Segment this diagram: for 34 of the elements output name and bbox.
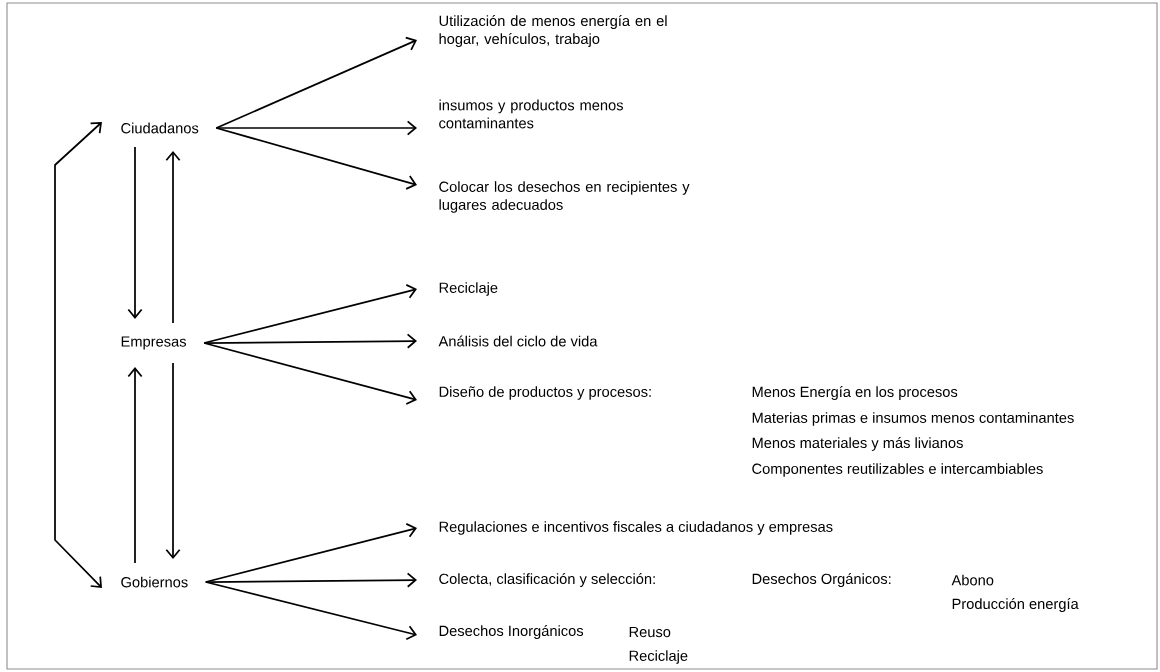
node-label: Colocar los desechos en recipientes y lugares adecuados (439, 181, 690, 213)
item-text: Abono (951, 574, 994, 586)
item-text: Materias primas e insumos menos contaminantes (752, 412, 1074, 426)
arrow (54, 122, 102, 588)
node-label: Análisis del ciclo de vida (438, 335, 598, 347)
node-label: Empresas (121, 336, 186, 350)
node-label: Ciudadanos (121, 122, 199, 134)
node-label: Utilización de menos energía en el hogar, vehículos, trabajo (439, 15, 667, 47)
arrow (203, 333, 417, 349)
arrow (127, 367, 143, 564)
item-text: Producción energía (952, 598, 1079, 612)
item-text: Menos Energía en los procesos (752, 386, 958, 400)
item-text: Componentes reutilizables e intercambiables (752, 463, 1043, 477)
item-text: Desechos Orgánicos: (752, 573, 891, 587)
node-label: Gobiernos (121, 576, 188, 588)
node-label: Diseño de productos y procesos: (439, 386, 651, 400)
arrow (127, 146, 143, 319)
node-label: Regulaciones e incentivos fiscales a ciudadanos y empresas (439, 521, 833, 535)
item-text: Reciclaje (629, 650, 688, 664)
node-label: insumos y productos menos contaminantes (439, 99, 623, 129)
arrow (204, 572, 417, 588)
arrow (215, 36, 417, 129)
arrow (203, 342, 417, 405)
arrow (165, 150, 181, 324)
item-text: Menos materiales y más livianos (752, 437, 963, 451)
node-label: Colecta, clasificación y selección: (439, 573, 655, 587)
arrow (165, 362, 181, 560)
item-text: Reuso (629, 626, 671, 638)
arrow (215, 127, 417, 190)
node-label: Desechos Inorgánicos (439, 625, 584, 639)
node-label: Reciclaje (439, 282, 498, 296)
arrow (204, 581, 417, 641)
arrow (215, 120, 417, 136)
arrow (203, 283, 417, 344)
